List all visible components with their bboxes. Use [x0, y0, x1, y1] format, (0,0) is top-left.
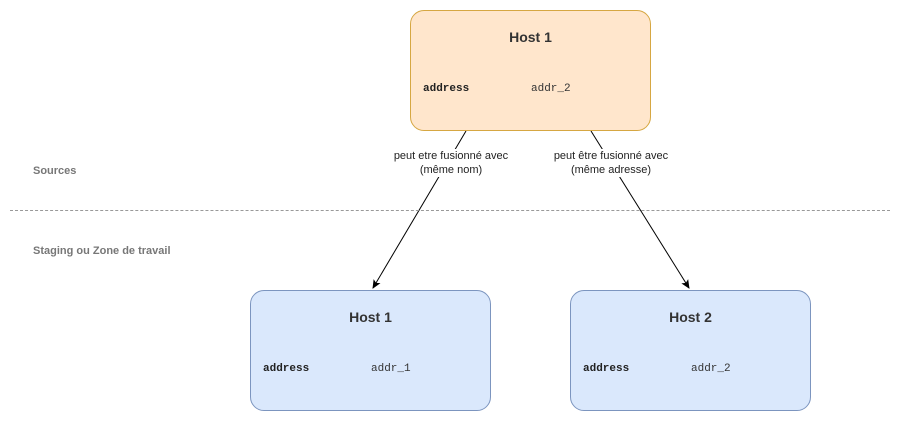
- source-host-node[interactable]: Host 1 address addr_2: [410, 10, 651, 131]
- node-title: Host 1: [349, 309, 392, 325]
- edge-left-label-line1: peut etre fusionné avec: [393, 150, 509, 162]
- zone-divider: [10, 210, 890, 211]
- field-value: addr_2: [691, 363, 731, 375]
- node-title: Host 2: [669, 309, 712, 325]
- field-value: addr_2: [531, 83, 571, 95]
- node-title: Host 1: [509, 29, 552, 45]
- edge-left-label: peut etre fusionné avec (même nom): [381, 149, 521, 177]
- edge-left-label-line2: (même nom): [419, 164, 483, 176]
- edge-right-label-line1: peut être fusionné avec: [553, 150, 669, 162]
- zone-label-sources: Sources: [33, 165, 77, 177]
- target-host1-node[interactable]: Host 1 address addr_1: [250, 290, 491, 411]
- edge-right-label: peut être fusionné avec (même adresse): [541, 149, 681, 177]
- field-key: address: [583, 363, 630, 375]
- zone-label-staging: Staging ou Zone de travail: [33, 245, 171, 257]
- edge-right-label-line2: (même adresse): [570, 164, 652, 176]
- field-key: address: [263, 363, 310, 375]
- field-value: addr_1: [371, 363, 411, 375]
- target-host2-node[interactable]: Host 2 address addr_2: [570, 290, 811, 411]
- field-key: address: [423, 83, 470, 95]
